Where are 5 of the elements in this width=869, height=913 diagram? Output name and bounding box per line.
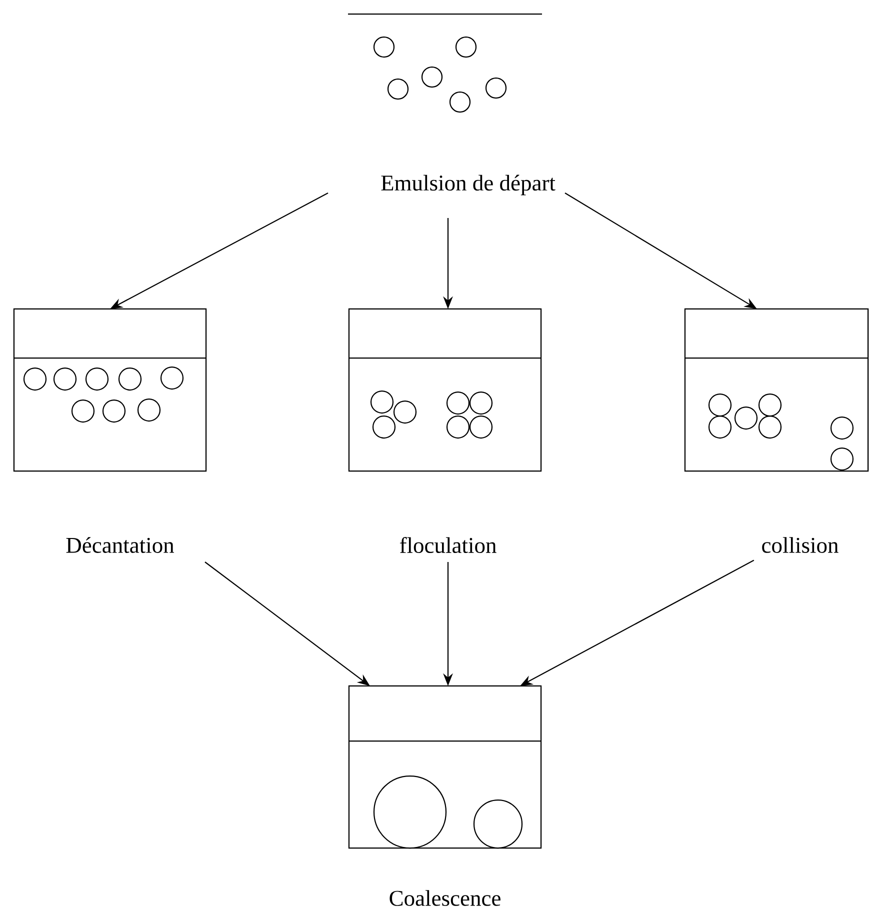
node-label: collision [762,537,838,553]
node-label: Coalescence [390,890,500,906]
node-label: Décantation [66,537,174,553]
node-label: Emulsion de départ [381,174,556,196]
node-label: floculation [400,536,496,554]
